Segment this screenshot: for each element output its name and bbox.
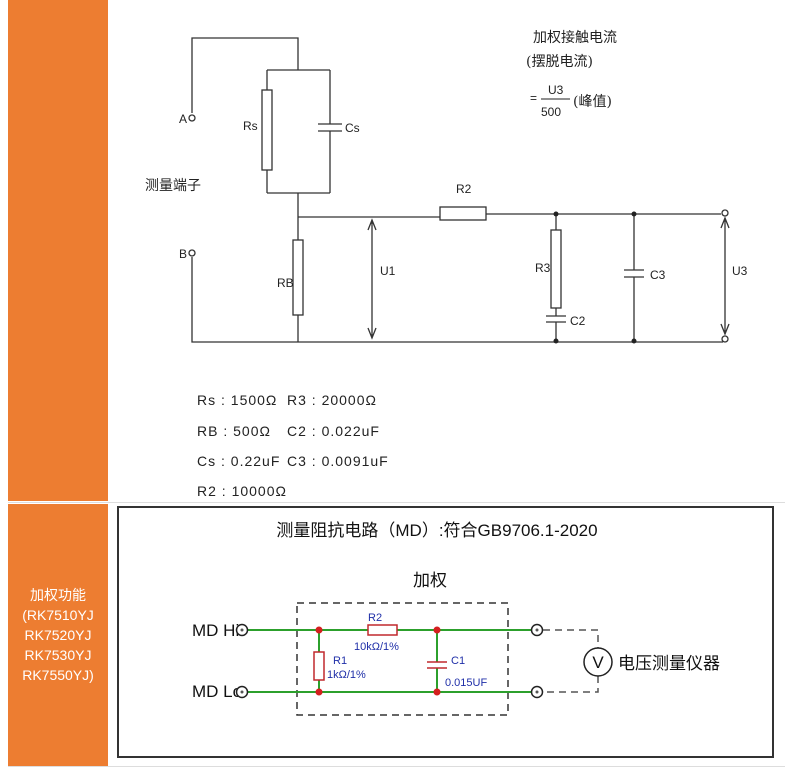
capacitor-c3 [624, 214, 644, 342]
resistor-r2 [367, 624, 398, 636]
label-line: RK7550YJ) [22, 667, 94, 683]
r2-value: 10kΩ/1% [354, 641, 399, 653]
terminal-u3-bottom [721, 335, 729, 343]
formula-title: 加权接触电流 [533, 29, 617, 46]
formula-numerator: U3 [548, 83, 564, 97]
label-line: (RK7510YJ [22, 607, 94, 623]
md-title: 测量阻抗电路（MD）:符合GB9706.1-2020 [276, 521, 597, 540]
row1-header-cell [8, 0, 108, 501]
formula-denominator: 500 [541, 105, 561, 119]
meter-leads [543, 629, 599, 693]
wire [191, 37, 299, 113]
u3-label: U3 [732, 264, 748, 278]
u1-label: U1 [380, 264, 396, 278]
capacitor-c1 [427, 661, 447, 669]
formula-note: (峰值) [573, 94, 612, 110]
rb-label: RB [277, 276, 294, 290]
r2-label: R2 [368, 612, 382, 624]
r3-label: R3 [535, 261, 551, 275]
resistor-r1 [313, 651, 325, 681]
junction-dot [433, 626, 441, 634]
c1-label: C1 [451, 655, 465, 667]
wire [298, 213, 721, 218]
value-r2: R2 : 10000Ω [197, 483, 287, 499]
resistor-rs [261, 89, 273, 171]
table-bottom-border [8, 766, 785, 767]
c3-label: C3 [650, 268, 666, 282]
terminal-a-label: A [179, 112, 187, 126]
voltmeter-symbol: V [592, 653, 604, 672]
r1-value: 1kΩ/1% [327, 669, 366, 681]
u1-arrow [367, 218, 377, 340]
weight-label: 加权 [413, 571, 447, 590]
value-cs: Cs : 0.22uF [197, 453, 280, 469]
rs-label: Rs [243, 119, 258, 133]
formula-subtitle: (摆脱电流) [526, 54, 593, 70]
terminal-a [188, 114, 196, 122]
value-rs: Rs : 1500Ω [197, 392, 277, 408]
junction-dot [315, 688, 323, 696]
r3-c2-branch [546, 214, 566, 342]
row2-header-cell: 加权功能 (RK7510YJ RK7520YJ RK7530YJ RK7550Y… [8, 504, 108, 766]
r1-label: R1 [333, 655, 347, 667]
terminal-u3-top [721, 209, 729, 217]
md-hi-label: MD Hi [192, 621, 239, 640]
c1-value: 0.015UF [445, 677, 487, 689]
junction-dot [553, 211, 559, 217]
touch-current-circuit [188, 37, 730, 343]
wire [191, 257, 723, 343]
junction-dot [315, 626, 323, 634]
terminal-b [188, 249, 196, 257]
junction-dot [631, 211, 637, 217]
r2-label: R2 [456, 182, 472, 196]
formula-equals: = [530, 91, 537, 105]
voltmeter-icon [583, 647, 613, 677]
value-r3: R3 : 20000Ω [287, 392, 377, 408]
u3-arrow [720, 216, 730, 336]
resistor-r3 [550, 229, 562, 309]
terminal-b-label: B [179, 247, 187, 261]
value-c2: C2 : 0.022uF [287, 423, 380, 439]
junction-dot [631, 338, 637, 344]
resistor-rb [292, 239, 304, 316]
capacitor-cs [318, 70, 342, 193]
resistor-r2 [439, 206, 487, 221]
row-divider [8, 502, 785, 503]
terminals-label: 测量端子 [145, 178, 201, 194]
label-line: RK7520YJ [24, 627, 92, 643]
value-c3: C3 : 0.0091uF [287, 453, 389, 469]
label-line: RK7530YJ [24, 647, 92, 663]
junction-dot [553, 338, 559, 344]
cs-label: Cs [345, 121, 360, 135]
label-line: 加权功能 [30, 587, 86, 603]
junction-dot [433, 688, 441, 696]
md-diagram-frame [117, 506, 774, 758]
meter-label: 电压测量仪器 [618, 654, 720, 673]
weighting-network-box [296, 602, 509, 716]
md-lo-label: MD Lo [192, 682, 242, 701]
weighting-function-label: 加权功能 (RK7510YJ RK7520YJ RK7530YJ RK7550Y… [22, 585, 94, 685]
md-wires [247, 629, 533, 693]
c2-label: C2 [570, 314, 586, 328]
value-rb: RB : 500Ω [197, 423, 271, 439]
